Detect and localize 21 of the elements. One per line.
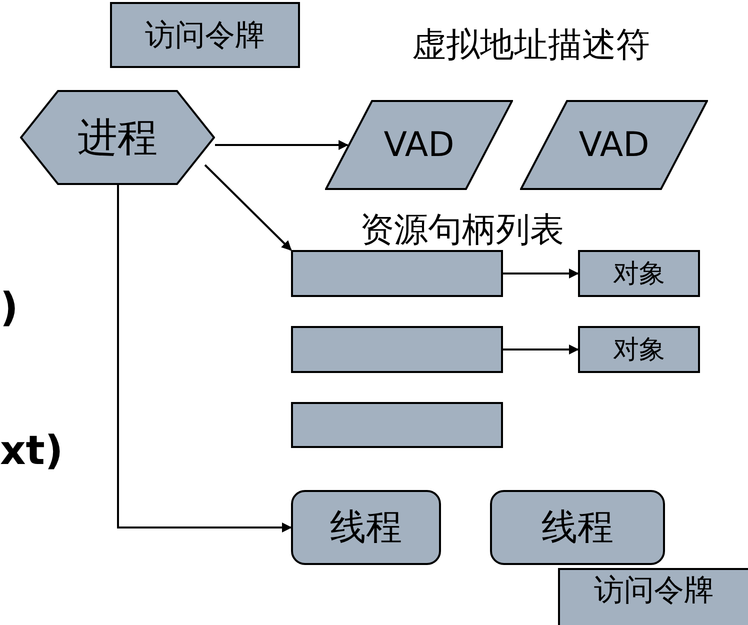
object-box: 对象: [578, 326, 700, 373]
thread-box: 线程: [490, 490, 665, 565]
token-box: 访问令牌: [110, 2, 300, 68]
thread-box: 线程: [291, 490, 441, 565]
vad-parallelogram: VAD: [520, 100, 708, 190]
token-box: 访问令牌: [558, 568, 748, 625]
arrow: [215, 140, 349, 150]
cut-off-text: ): [0, 285, 18, 331]
section-heading: 资源句柄列表: [360, 209, 564, 252]
arrow: [117, 185, 292, 532]
handle-bar: [291, 326, 503, 373]
process-hexagon: 进程: [20, 90, 215, 185]
arrow: [503, 344, 579, 354]
handle-bar: [291, 402, 503, 448]
arrow: [204, 164, 292, 251]
cut-off-text: xt): [0, 428, 64, 474]
handle-bar: [291, 250, 503, 297]
object-box: 对象: [578, 250, 700, 297]
section-heading: 虚拟地址描述符: [412, 24, 650, 67]
vad-parallelogram: VAD: [325, 100, 513, 190]
arrow: [503, 268, 579, 278]
